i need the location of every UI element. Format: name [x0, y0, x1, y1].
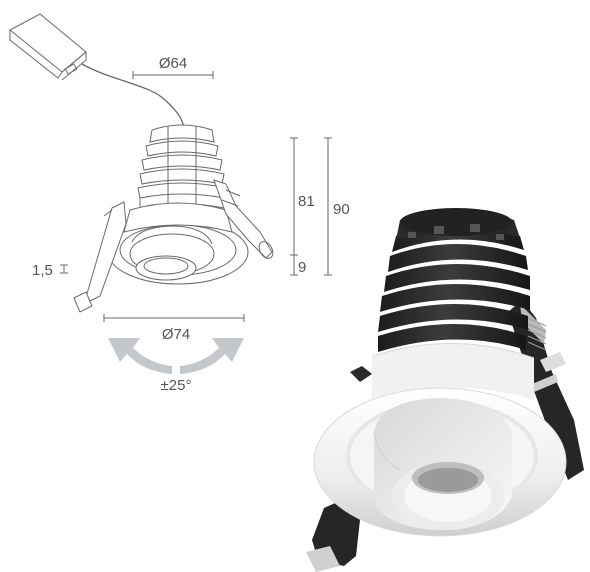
label-height-trim: 9	[298, 259, 306, 276]
left-spring-clip	[73, 201, 127, 313]
product-render	[306, 208, 584, 572]
label-top-diameter: Ø64	[159, 55, 187, 72]
label-tilt-angle: ±25°	[161, 377, 192, 394]
label-trim-thickness: 1,5	[32, 262, 53, 279]
render-heatsink	[378, 208, 530, 352]
tilt-arrows	[108, 338, 244, 374]
render-gimbal	[373, 398, 512, 530]
tilt-arrow-right	[180, 338, 244, 374]
label-bottom-diameter: Ø74	[162, 326, 190, 343]
tilt-arrow-left	[108, 338, 172, 374]
driver-cable	[81, 63, 185, 129]
technical-drawing	[9, 13, 274, 313]
label-height-total: 90	[333, 201, 350, 218]
driver-box	[9, 13, 87, 81]
render-back-clip	[508, 300, 584, 480]
right-spring-clip	[213, 179, 274, 259]
label-height-body: 81	[298, 193, 315, 210]
dimension-lines	[60, 71, 332, 322]
heatsink-outline	[137, 124, 227, 209]
